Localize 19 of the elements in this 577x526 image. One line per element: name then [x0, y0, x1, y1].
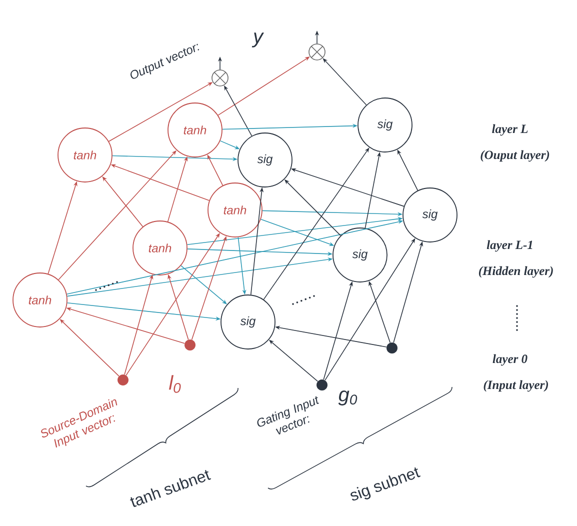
layer-label: layer 0	[492, 354, 528, 366]
subnet-label: tanh subnet	[130, 470, 212, 507]
symbol-label: y	[252, 32, 264, 48]
layer-label: (Ouput layer)	[480, 150, 550, 162]
annotation-label: Gating Input vector:	[257, 396, 319, 435]
symbol-label: l$_{0}$	[168, 375, 181, 393]
multiply-node	[308, 44, 326, 60]
input-dot	[118, 374, 128, 386]
layer-label: (Hidden layer)	[478, 266, 553, 278]
subnet-label: sig subnet	[350, 467, 421, 501]
input-dot	[316, 380, 328, 390]
symbol-label: g$_{0}$	[338, 390, 358, 406]
layer-label: layer L-1	[486, 240, 532, 252]
input-dot	[386, 342, 398, 354]
layer-label: (Input layer)	[484, 380, 548, 392]
arrow	[180, 265, 227, 304]
multiply-node	[212, 70, 228, 86]
layer-label: layer L	[492, 124, 528, 136]
input-dot	[184, 340, 196, 350]
